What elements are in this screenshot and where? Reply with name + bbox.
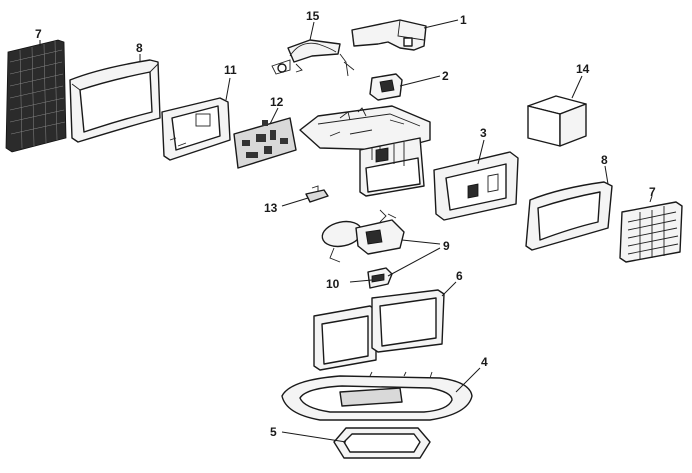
part-3-side-panel — [433, 151, 519, 221]
callout-12: 12 — [270, 95, 284, 109]
callout-4: 4 — [481, 355, 488, 369]
callout-8-left: 8 — [136, 41, 143, 55]
leader-lines — [39, 19, 653, 443]
chassis-assembly — [299, 105, 431, 197]
callout-5: 5 — [270, 425, 277, 439]
part-13-clip — [305, 185, 329, 203]
callout-6: 6 — [456, 269, 463, 283]
part-14-light-cover — [527, 95, 587, 147]
part-7-right-grille — [619, 201, 683, 263]
callout-13: 13 — [264, 201, 278, 215]
part-11-end-panel — [161, 97, 231, 161]
part-7-left-grille — [5, 39, 67, 153]
callout-8-right: 8 — [601, 153, 608, 167]
part-6-lens-panels — [313, 289, 445, 371]
part-9-motor-assembly — [321, 209, 405, 263]
part-8-left-lens-frame — [69, 59, 161, 143]
callout-1: 1 — [460, 13, 467, 27]
part-5-lens — [333, 427, 431, 459]
part-1-top-cover — [351, 19, 427, 51]
callout-11: 11 — [224, 63, 237, 77]
callout-7-right: 7 — [649, 185, 656, 199]
part-12-logic-board — [233, 117, 297, 169]
part-10-sensor — [367, 267, 393, 289]
callout-9: 9 — [443, 239, 450, 253]
callout-3: 3 — [480, 126, 487, 140]
part-15-wire-harness — [271, 39, 355, 77]
callout-10: 10 — [326, 277, 340, 291]
part-2-light-socket — [369, 73, 403, 101]
callout-15: 15 — [306, 9, 320, 23]
callout-2: 2 — [442, 69, 449, 83]
callout-7-left: 7 — [35, 27, 42, 41]
callout-labels: 1 2 3 4 5 6 7 7 8 8 9 10 11 12 13 14 15 — [35, 9, 656, 439]
part-8-right-lens-frame — [525, 181, 613, 251]
part-4-bottom-housing — [281, 371, 473, 421]
callout-14: 14 — [576, 62, 590, 76]
